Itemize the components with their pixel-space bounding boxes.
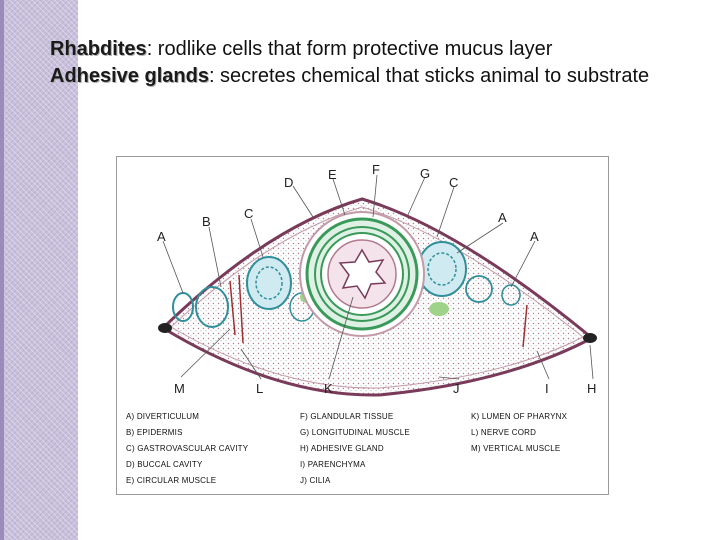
label-b-epidermis: B xyxy=(202,214,211,229)
planarian-cross-section-figure: D E F G C A B C A A M L K J I H A) DIVER… xyxy=(116,156,609,495)
term-rhabdites: Rhabdites xyxy=(50,38,147,60)
definition-adhesive-glands: Adhesive glands: secretes chemical that … xyxy=(50,63,710,90)
label-e-circular-muscle: E xyxy=(328,167,337,182)
label-c-gastrovascular-cavity: C xyxy=(449,175,458,190)
label-a-diverticulum: A xyxy=(530,229,539,244)
adhesive-gland-left xyxy=(158,323,172,333)
legend-item: B) EPIDERMIS xyxy=(126,428,183,437)
definitions-text: Rhabdites: rodlike cells that form prote… xyxy=(50,36,710,90)
diverticulum-right-1 xyxy=(418,242,466,296)
diverticulum-left-1 xyxy=(247,257,291,309)
label-l-nerve-cord: L xyxy=(256,381,263,396)
legend-item: C) GASTROVASCULAR CAVITY xyxy=(126,444,248,453)
label-i-parenchyma: I xyxy=(545,381,549,396)
legend-item: I) PARENCHYMA xyxy=(300,460,366,469)
legend-item: G) LONGITUDINAL MUSCLE xyxy=(300,428,410,437)
legend-item: H) ADHESIVE GLAND xyxy=(300,444,384,453)
label-h-adhesive-gland: H xyxy=(587,381,596,396)
label-a-diverticulum: A xyxy=(498,210,507,225)
label-a-diverticulum: A xyxy=(157,229,166,244)
legend-item: A) DIVERTICULUM xyxy=(126,412,199,421)
adhesive-gland-right xyxy=(583,333,597,343)
definition-rhabdites-text: rodlike cells that form protective mucus… xyxy=(152,38,552,60)
label-k-lumen-of-pharynx: K xyxy=(324,381,333,396)
label-m-vertical-muscle: M xyxy=(174,381,185,396)
legend-item: K) LUMEN OF PHARYNX xyxy=(471,412,567,421)
definition-rhabdites: Rhabdites: rodlike cells that form prote… xyxy=(50,36,710,63)
legend-item: D) BUCCAL CAVITY xyxy=(126,460,203,469)
legend-item: J) CILIA xyxy=(300,476,331,485)
label-d-buccal-cavity: D xyxy=(284,175,293,190)
legend-item: M) VERTICAL MUSCLE xyxy=(471,444,560,453)
definition-adhesive-glands-text: secretes chemical that sticks animal to … xyxy=(215,65,650,87)
adhesive-gland-small-1 xyxy=(429,302,449,316)
label-f-glandular-tissue: F xyxy=(372,162,380,177)
legend-item: E) CIRCULAR MUSCLE xyxy=(126,476,216,485)
term-adhesive-glands: Adhesive glands xyxy=(50,65,209,87)
legend-item: F) GLANDULAR TISSUE xyxy=(300,412,393,421)
label-c-gastrovascular-cavity: C xyxy=(244,206,253,221)
legend-item: L) NERVE CORD xyxy=(471,428,536,437)
sidebar-edge xyxy=(0,0,4,540)
label-j-cilia: J xyxy=(453,381,460,396)
label-g-longitudinal-muscle: G xyxy=(420,166,430,181)
